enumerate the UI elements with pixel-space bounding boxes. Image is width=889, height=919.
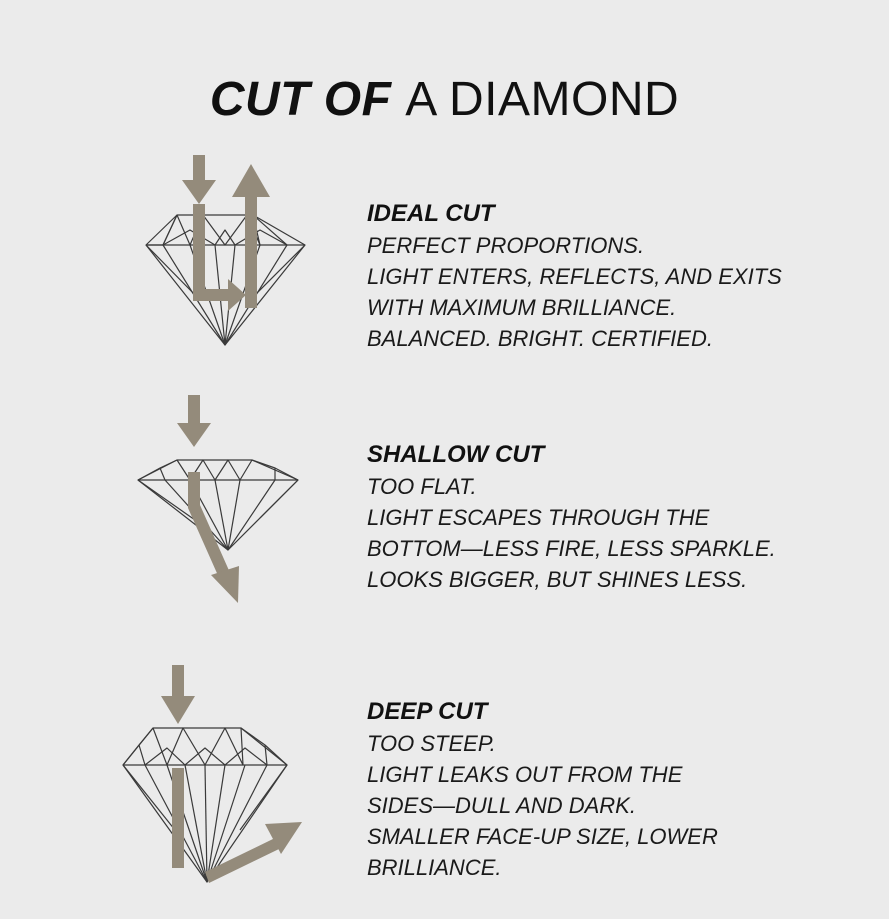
deep-cut-line-4: SMALLER FACE-UP SIZE, LOWER	[367, 824, 718, 849]
deep-cut-diagram	[122, 665, 302, 883]
shallow-cut-line-4: LOOKS BIGGER, BUT SHINES LESS.	[367, 567, 748, 592]
ideal-cut-line-1: PERFECT PROPORTIONS.	[367, 233, 645, 258]
deep-cut-heading: DEEP CUT	[367, 698, 488, 725]
deep-cut-line-1: TOO STEEP.	[367, 731, 496, 756]
ideal-cut-diagram	[145, 155, 306, 346]
title-light: A DIAMOND	[405, 73, 680, 127]
shallow-cut-line-3: BOTTOM—LESS FIRE, LESS SPARKLE.	[367, 536, 776, 561]
ideal-diamond-outline	[145, 214, 306, 346]
ideal-cut-heading: IDEAL CUT	[367, 200, 495, 227]
shallow-cut-text: SHALLOW CUT TOO FLAT. LIGHT ESCAPES THRO…	[367, 440, 776, 595]
shallow-cut-diagram	[137, 395, 299, 603]
deep-diamond-outline	[122, 727, 288, 883]
deep-cut-text: DEEP CUT TOO STEEP. LIGHT LEAKS OUT FROM…	[367, 697, 718, 883]
page-title: CUT OF A DIAMOND	[0, 70, 889, 130]
ideal-light-arrows	[182, 155, 270, 311]
ideal-cut-line-4: BALANCED. BRIGHT. CERTIFIED.	[367, 326, 713, 351]
deep-cut-line-5: BRILLIANCE.	[367, 855, 502, 880]
shallow-cut-line-2: LIGHT ESCAPES THROUGH THE	[367, 505, 710, 530]
ideal-cut-text: IDEAL CUT PERFECT PROPORTIONS. LIGHT ENT…	[367, 199, 782, 354]
title-bold: CUT OF	[209, 73, 392, 127]
deep-cut-line-2: LIGHT LEAKS OUT FROM THE	[367, 762, 683, 787]
shallow-cut-line-1: TOO FLAT.	[367, 474, 477, 499]
ideal-cut-line-2: LIGHT ENTERS, REFLECTS, AND EXITS	[367, 264, 782, 289]
deep-light-arrows	[161, 665, 302, 883]
ideal-cut-line-3: WITH MAXIMUM BRILLIANCE.	[367, 295, 677, 320]
deep-cut-line-3: SIDES—DULL AND DARK.	[367, 793, 636, 818]
shallow-light-arrows	[177, 395, 239, 603]
shallow-cut-heading: SHALLOW CUT	[367, 441, 545, 468]
shallow-diamond-outline	[137, 459, 299, 551]
